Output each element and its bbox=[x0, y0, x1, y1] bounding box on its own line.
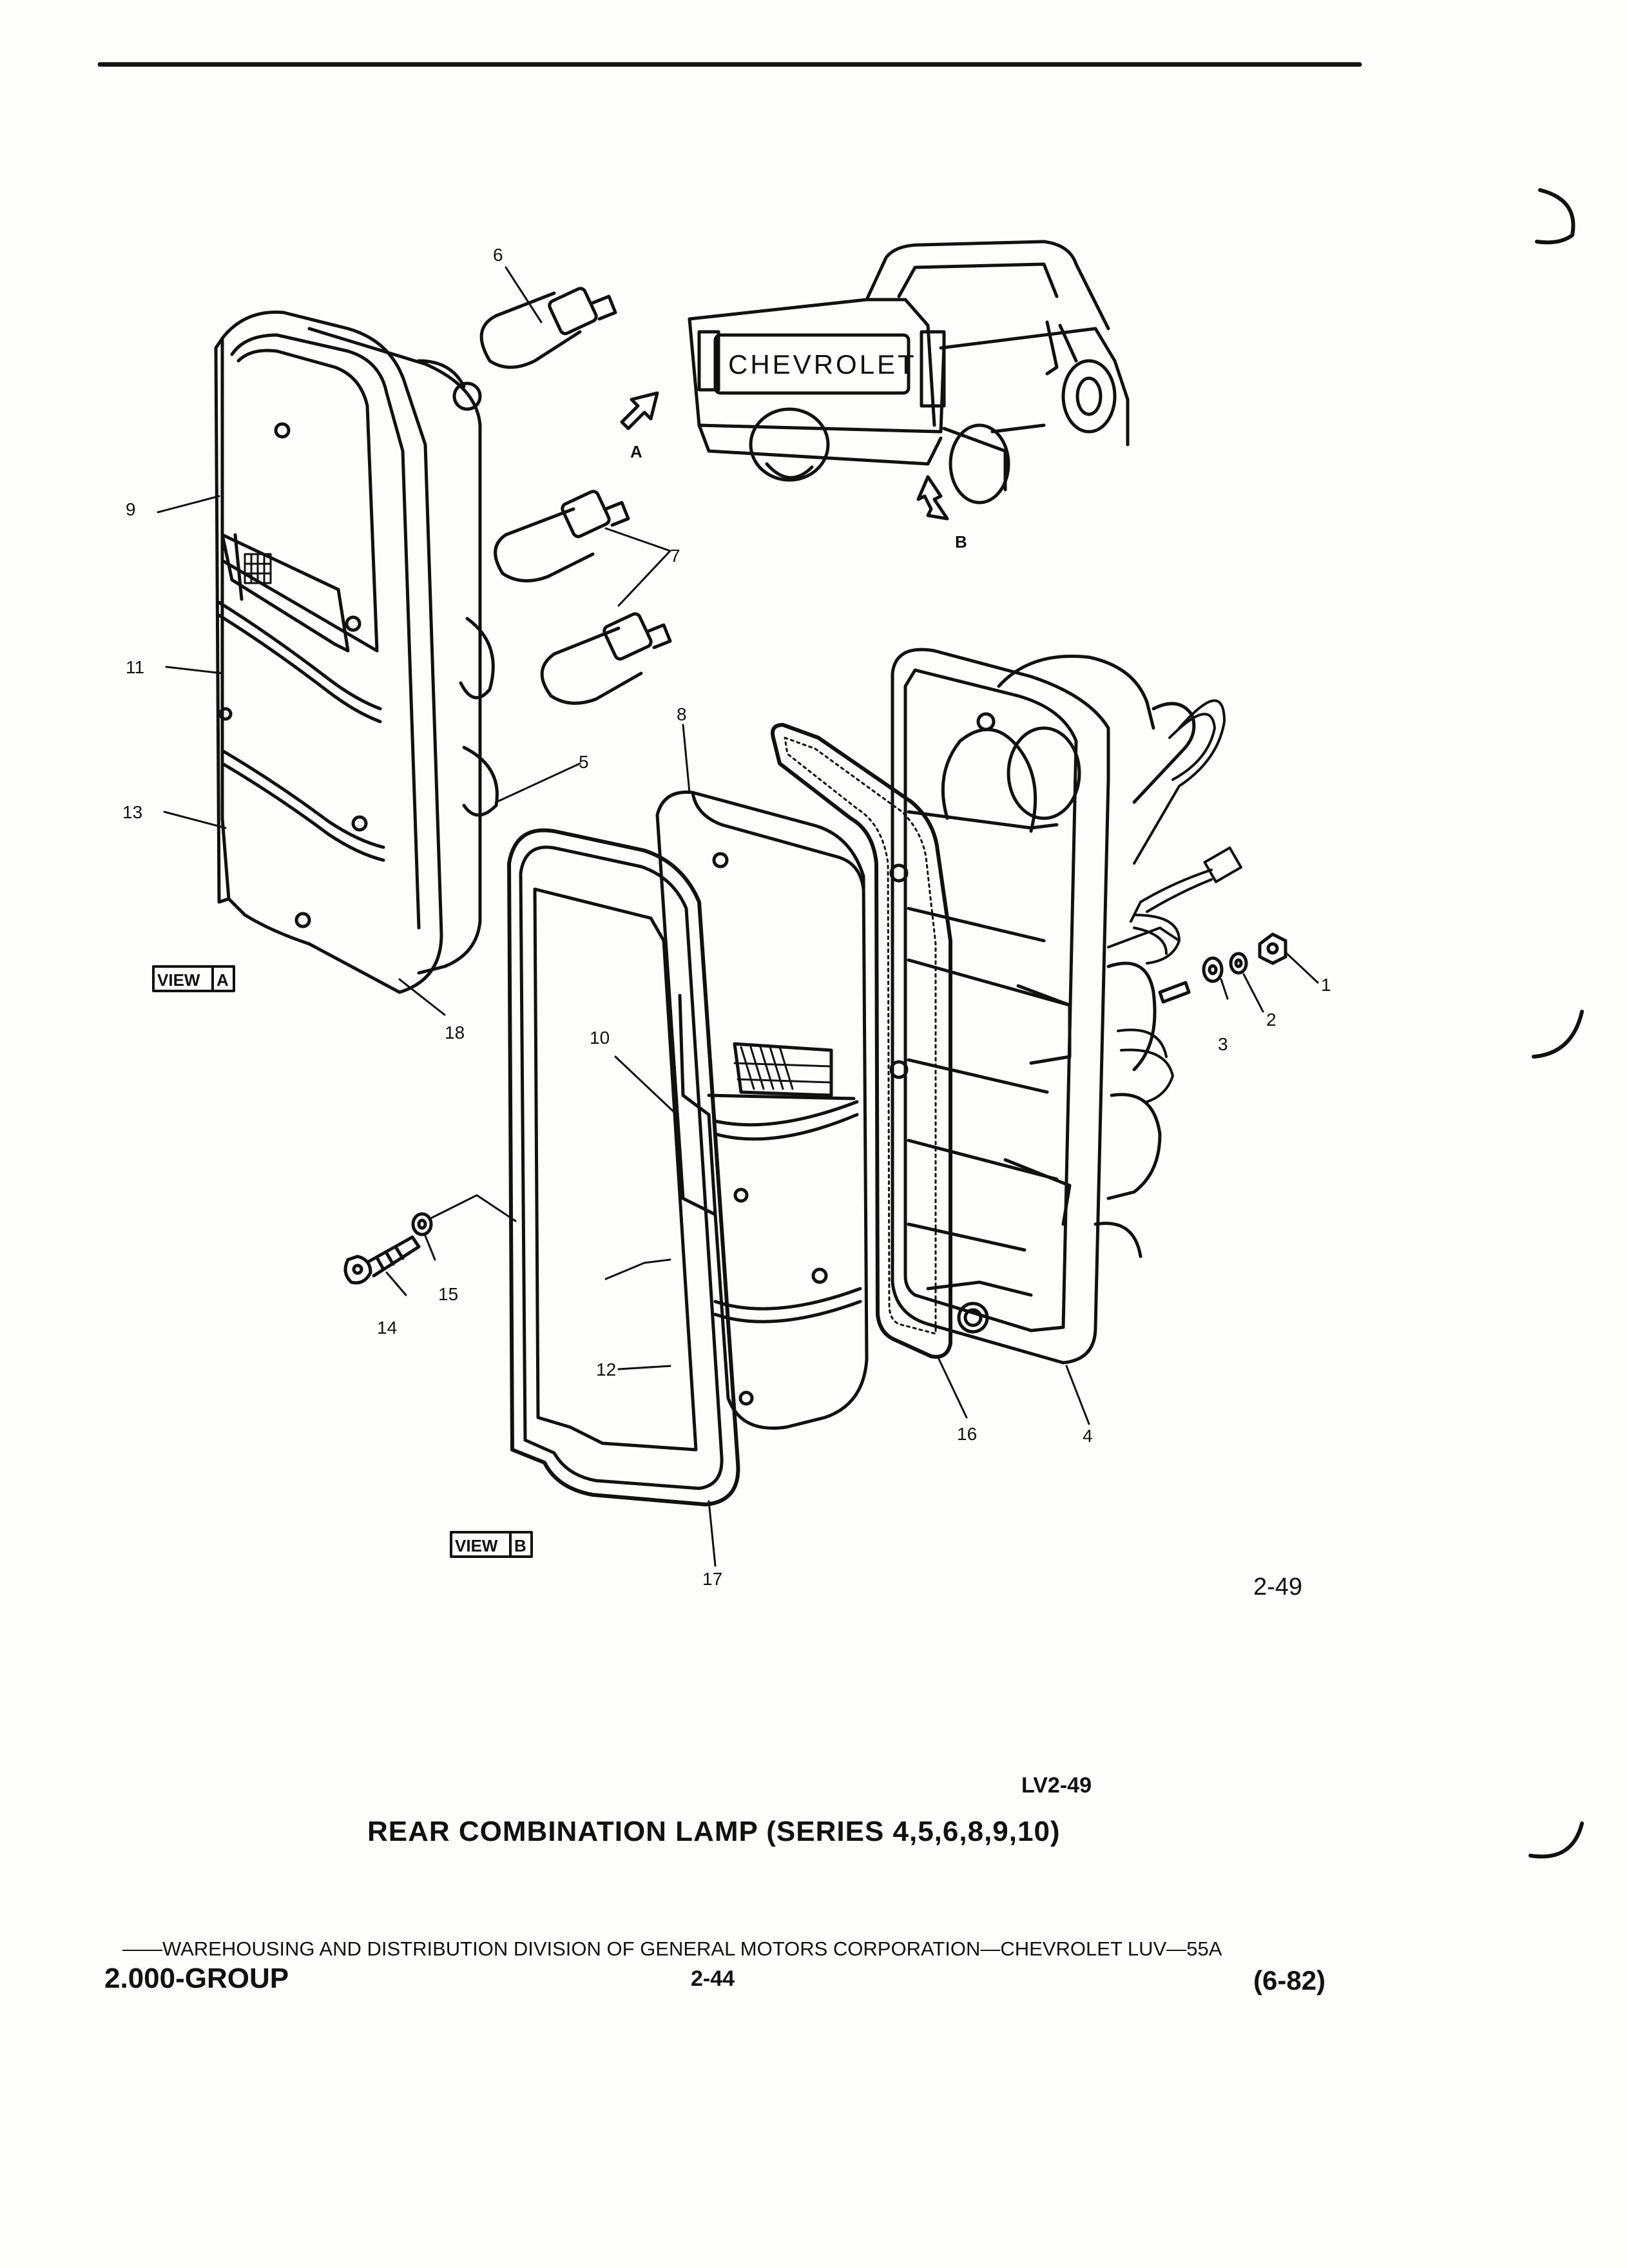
footer-page-number: 2-44 bbox=[691, 1966, 735, 1991]
callout-8: 8 bbox=[677, 704, 687, 724]
view-a-label: A bbox=[630, 442, 642, 461]
callout-12: 12 bbox=[596, 1360, 616, 1379]
washer-15 bbox=[411, 1212, 433, 1236]
callout-10: 10 bbox=[590, 1028, 610, 1048]
nut-1 bbox=[1258, 932, 1287, 965]
illustration-code: LV2-49 bbox=[1021, 1773, 1092, 1798]
callout-7: 7 bbox=[670, 546, 680, 566]
lamp-housing-4 bbox=[889, 648, 1196, 1365]
view-b-label: B bbox=[955, 532, 967, 552]
view-b-tag-word: VIEW bbox=[455, 1536, 498, 1555]
footer-group: 2.000-GROUP bbox=[104, 1963, 289, 1994]
figure-number: 2-49 bbox=[1253, 1573, 1303, 1600]
callout-14: 14 bbox=[377, 1318, 397, 1338]
screw-14 bbox=[343, 1235, 421, 1285]
leader-lines bbox=[157, 266, 1319, 1567]
callout-17: 17 bbox=[702, 1569, 722, 1589]
callout-11: 11 bbox=[126, 657, 144, 677]
callout-9: 9 bbox=[126, 499, 136, 519]
gasket-16 bbox=[771, 723, 952, 1359]
washer-3 bbox=[1202, 956, 1224, 983]
callout-16: 16 bbox=[957, 1424, 977, 1444]
callout-18: 18 bbox=[445, 1023, 465, 1043]
binder-mark bbox=[1535, 188, 1576, 245]
binder-mark bbox=[1528, 1821, 1584, 1859]
bulb-6 bbox=[479, 287, 617, 369]
view-a-arrow bbox=[620, 391, 659, 430]
footer-division-line: ——WAREHOUSING AND DISTRIBUTION DIVISION … bbox=[122, 1937, 1222, 1960]
view-b-arrow bbox=[916, 475, 949, 521]
callout-15: 15 bbox=[438, 1284, 458, 1304]
washer-2 bbox=[1229, 952, 1248, 975]
callout-2: 2 bbox=[1266, 1010, 1277, 1030]
lens-8 bbox=[655, 790, 869, 1430]
view-a-lamp-assembly bbox=[214, 311, 499, 994]
bezel-17 bbox=[507, 828, 740, 1506]
callout-1: 1 bbox=[1321, 975, 1331, 995]
figure-caption: REAR COMBINATION LAMP (SERIES 4,5,6,8,9,… bbox=[367, 1816, 1061, 1847]
view-a-tag-word: VIEW bbox=[157, 970, 200, 990]
callout-4: 4 bbox=[1083, 1426, 1093, 1446]
callout-6: 6 bbox=[493, 245, 503, 265]
callout-numbers: 1 2 3 4 5 6 7 8 9 10 11 12 13 14 15 16 1… bbox=[122, 245, 1331, 1589]
view-b-tag: VIEW B bbox=[450, 1531, 533, 1558]
binder-mark bbox=[1532, 1010, 1584, 1059]
tailgate-text: CHEVROLET bbox=[728, 349, 917, 380]
stud bbox=[1158, 981, 1191, 1004]
view-a-tag-letter: A bbox=[217, 970, 229, 990]
callout-5: 5 bbox=[579, 752, 589, 772]
callout-13: 13 bbox=[122, 802, 142, 822]
truck-illustration bbox=[688, 240, 1130, 505]
bulb-7-lower bbox=[540, 612, 672, 705]
wiring-harness bbox=[1107, 699, 1242, 1103]
callout-3: 3 bbox=[1218, 1034, 1228, 1054]
bulb-7-upper bbox=[494, 490, 630, 582]
view-a-tag: VIEW A bbox=[152, 965, 235, 992]
footer-date: (6-82) bbox=[1253, 1965, 1326, 1995]
view-b-tag-letter: B bbox=[514, 1536, 526, 1555]
